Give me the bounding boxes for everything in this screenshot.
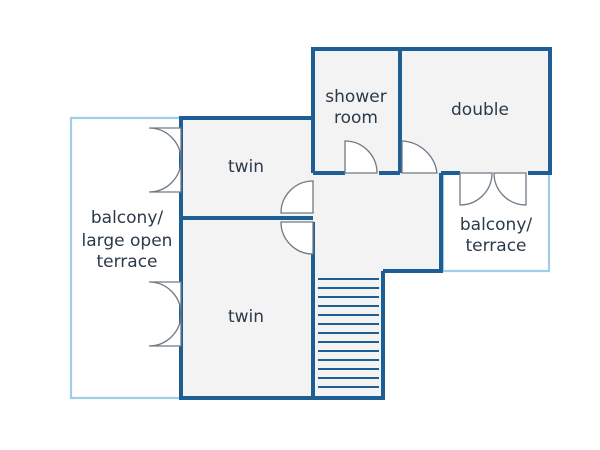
label-twin-upper: twin (228, 157, 264, 177)
floor-stairwell (313, 271, 381, 398)
door-twin-lower (280, 221, 314, 255)
outer-wall-upper-block (311, 47, 552, 175)
door-terrace-upper (148, 127, 182, 161)
floor-twin-lower (181, 218, 313, 398)
label-balcony-left-line3: terrace (96, 252, 157, 272)
staircase (318, 278, 379, 388)
door-terrace-lower (148, 281, 182, 315)
doors (148, 127, 527, 347)
label-balcony-left-line2: large open (82, 231, 173, 251)
door-terrace-lower-2 (148, 313, 182, 347)
label-shower-room-line1: shower (325, 87, 386, 107)
label-balcony-right-line1: balcony/ (460, 215, 533, 235)
label-balcony-right-line2: terrace (465, 236, 526, 256)
outer-wall-left-block (179, 116, 385, 400)
door-double (401, 140, 438, 174)
door-terrace-right (459, 172, 493, 206)
door-shower-room (344, 140, 378, 174)
door-twin-upper (280, 180, 314, 214)
label-double: double (451, 100, 509, 120)
door-terrace-upper-2 (148, 159, 182, 193)
label-twin-lower: twin (228, 307, 264, 327)
floor-landing (313, 173, 443, 271)
door-terrace-right-2 (493, 172, 527, 206)
wall-landing-right (383, 173, 443, 273)
label-shower-room-line2: room (334, 108, 378, 128)
label-balcony-left-line1: balcony/ (91, 208, 164, 228)
